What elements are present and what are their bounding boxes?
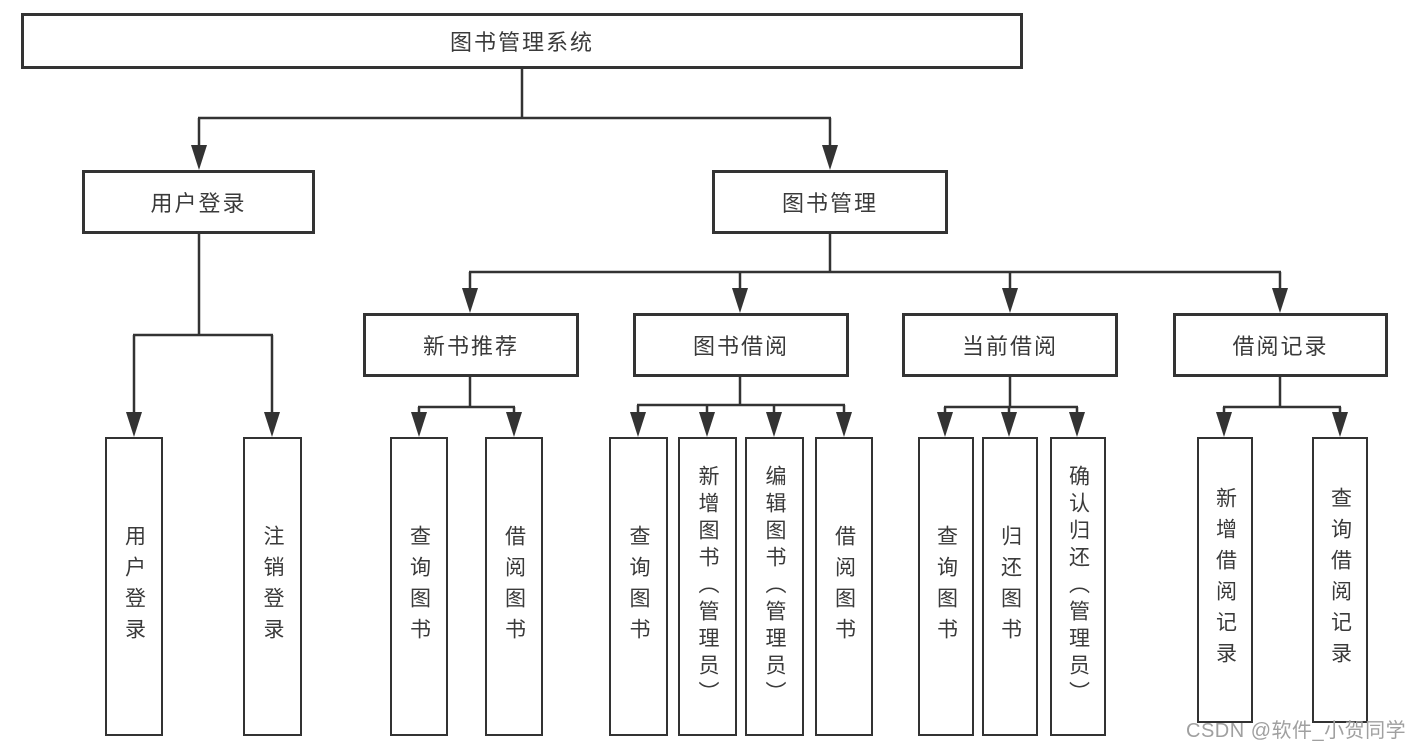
leaf-borrow-book-1-label: 借阅图书 [502, 524, 526, 649]
leaf-add-book-label: 新增图书（管理员） [696, 465, 719, 708]
node-user-login-label: 用户登录 [150, 191, 247, 216]
node-root-label: 图书管理系统 [449, 30, 594, 55]
leaf-return-book: 归还图书 [982, 437, 1038, 736]
node-current-borrow: 当前借阅 [902, 313, 1118, 377]
leaf-add-borrow-record-label: 新增借阅记录 [1213, 487, 1237, 673]
leaf-query-book-1: 查询图书 [390, 437, 448, 736]
node-new-book-rec-label: 新书推荐 [422, 334, 519, 359]
node-root: 图书管理系统 [21, 13, 1023, 69]
leaf-borrow-book-2: 借阅图书 [815, 437, 873, 736]
node-borrow-records: 借阅记录 [1173, 313, 1388, 377]
node-book-mgmt: 图书管理 [712, 170, 948, 234]
leaf-return-book-label: 归还图书 [998, 524, 1022, 649]
connector-user-login-children [126, 233, 280, 437]
leaf-query-book-3: 查询图书 [918, 437, 974, 736]
leaf-logout-label: 注销登录 [261, 524, 284, 649]
leaf-query-book-1-label: 查询图书 [407, 524, 431, 649]
connector-book-borrow-children [630, 377, 852, 437]
node-borrow-records-label: 借阅记录 [1232, 334, 1329, 359]
node-book-borrow-label: 图书借阅 [692, 334, 789, 359]
leaf-edit-book-label: 编辑图书（管理员） [763, 465, 786, 708]
leaf-borrow-book-1: 借阅图书 [485, 437, 543, 736]
connector-borrow-records-children [1216, 377, 1348, 437]
leaf-logout: 注销登录 [243, 437, 302, 736]
node-book-borrow: 图书借阅 [633, 313, 849, 377]
leaf-query-borrow-record: 查询借阅记录 [1312, 437, 1368, 723]
leaf-add-borrow-record: 新增借阅记录 [1197, 437, 1253, 723]
leaf-confirm-return: 确认归还（管理员） [1050, 437, 1106, 736]
leaf-edit-book: 编辑图书（管理员） [745, 437, 804, 736]
csdn-watermark: CSDN @软件_小贺同学 [1186, 720, 1405, 742]
connector-current-borrow-children [937, 377, 1085, 437]
connector-new-book-rec-children [411, 377, 522, 437]
node-new-book-rec: 新书推荐 [363, 313, 579, 377]
leaf-borrow-book-2-label: 借阅图书 [832, 524, 856, 649]
leaf-add-book: 新增图书（管理员） [678, 437, 737, 736]
leaf-query-book-3-label: 查询图书 [934, 524, 958, 649]
leaf-user-login-label: 用户登录 [122, 524, 146, 649]
connector-root-to-level1 [191, 68, 838, 170]
node-book-mgmt-label: 图书管理 [781, 191, 878, 216]
leaf-query-book-2-label: 查询图书 [627, 524, 650, 649]
node-current-borrow-label: 当前借阅 [961, 334, 1058, 359]
leaf-user-login: 用户登录 [105, 437, 163, 736]
node-user-login: 用户登录 [82, 170, 315, 234]
connector-book-mgmt-children [462, 233, 1288, 313]
leaf-query-borrow-record-label: 查询借阅记录 [1328, 487, 1352, 673]
leaf-query-book-2: 查询图书 [609, 437, 668, 736]
leaf-confirm-return-label: 确认归还（管理员） [1066, 465, 1090, 708]
